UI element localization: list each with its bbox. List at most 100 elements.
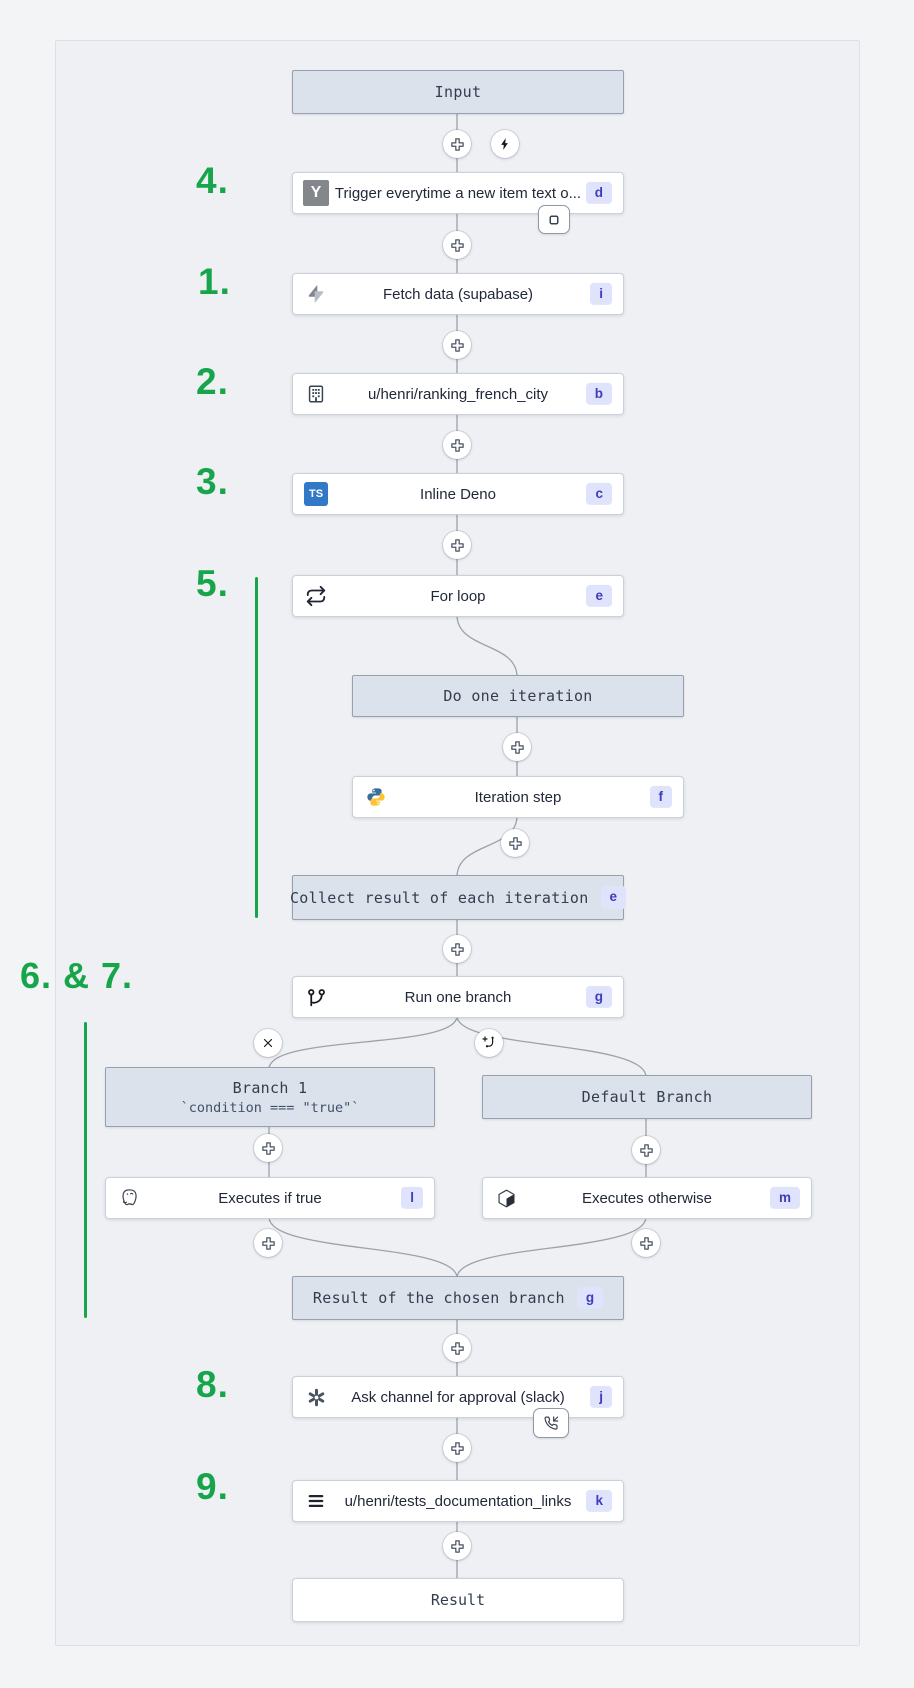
plus-icon — [510, 740, 524, 754]
annotation-6-7: 6. & 7. — [20, 955, 134, 996]
node-label: Do one iteration — [443, 687, 593, 705]
node-executes-otherwise[interactable]: Executes otherwise m — [482, 1177, 812, 1219]
node-badge: b — [585, 382, 612, 406]
remove-branch-button[interactable] — [254, 1029, 282, 1057]
node-label: u/henri/tests_documentation_links — [344, 1492, 572, 1510]
section-line-5 — [255, 577, 258, 918]
plus-icon — [508, 836, 522, 850]
node-label: Fetch data (supabase) — [382, 285, 534, 303]
trigger-bolt-button[interactable] — [491, 130, 519, 158]
node-default-branch[interactable]: Default Branch — [482, 1075, 812, 1119]
git-branch-icon — [303, 984, 329, 1010]
node-result-chosen-branch[interactable]: Result of the chosen branch g — [292, 1276, 624, 1320]
node-iteration-step[interactable]: Iteration step f — [352, 776, 684, 818]
add-step-button[interactable] — [443, 935, 471, 963]
hackernews-icon: Y — [303, 180, 329, 206]
node-label: u/henri/ranking_french_city — [367, 385, 549, 403]
node-executes-if-true[interactable]: Executes if true l — [105, 1177, 435, 1219]
typescript-icon: TS — [304, 482, 328, 506]
stop-icon — [549, 215, 559, 224]
node-label: Executes otherwise — [581, 1189, 713, 1207]
node-input[interactable]: Input — [292, 70, 624, 114]
node-run-one-branch[interactable]: Run one branch g — [292, 976, 624, 1018]
node-tests-documentation-links[interactable]: u/henri/tests_documentation_links k — [292, 1480, 624, 1522]
add-step-button[interactable] — [503, 733, 531, 761]
node-badge: m — [769, 1186, 800, 1210]
lines-icon — [303, 1488, 329, 1514]
node-label: Run one branch — [404, 988, 512, 1006]
node-ranking-french-city[interactable]: u/henri/ranking_french_city b — [292, 373, 624, 415]
add-step-button[interactable] — [443, 130, 471, 158]
annotation-2: 2. — [196, 361, 229, 402]
node-badge: c — [586, 482, 612, 506]
plus-icon — [261, 1141, 275, 1155]
gear-icon — [303, 1384, 329, 1410]
node-label: Default Branch — [581, 1088, 713, 1106]
annotation-1: 1. — [198, 261, 231, 302]
add-step-button[interactable] — [443, 431, 471, 459]
node-badge: k — [586, 1489, 612, 1513]
suspend-phone-icon — [544, 1416, 559, 1430]
node-label: Inline Deno — [420, 485, 496, 503]
plus-icon — [450, 538, 464, 552]
node-label: For loop — [430, 587, 486, 605]
plus-icon — [639, 1143, 653, 1157]
plus-icon — [450, 1441, 464, 1455]
add-step-button[interactable] — [501, 829, 529, 857]
node-badge: d — [585, 181, 612, 205]
node-badge: e — [586, 584, 612, 608]
add-step-button[interactable] — [632, 1229, 660, 1257]
node-label: Input — [434, 83, 482, 101]
add-step-button[interactable] — [254, 1229, 282, 1257]
repeat-icon — [303, 583, 329, 609]
suspend-button[interactable] — [533, 1408, 569, 1438]
bolt-icon — [501, 138, 508, 150]
annotation-9: 9. — [196, 1466, 229, 1507]
plus-icon — [450, 1539, 464, 1553]
node-inline-deno[interactable]: TS Inline Deno c — [292, 473, 624, 515]
add-step-button[interactable] — [632, 1136, 660, 1164]
node-trigger[interactable]: Y Trigger everytime a new item text o...… — [292, 172, 624, 214]
postgres-icon — [116, 1185, 142, 1211]
annotation-4: 4. — [196, 160, 229, 201]
plus-icon — [639, 1236, 653, 1250]
python-icon — [363, 784, 389, 810]
add-step-button[interactable] — [443, 1434, 471, 1462]
plus-icon — [261, 1236, 275, 1250]
node-branch-1[interactable]: Branch 1 `condition === "true"` — [105, 1067, 435, 1127]
node-collect-result[interactable]: Collect result of each iteration e — [289, 875, 627, 920]
node-label: Collect result of each iteration — [289, 888, 589, 907]
node-badge: i — [590, 282, 612, 306]
annotation-5: 5. — [196, 563, 229, 604]
node-badge: f — [649, 785, 672, 809]
node-condition: `condition === "true"` — [180, 1099, 360, 1116]
node-do-one-iteration[interactable]: Do one iteration — [352, 675, 684, 717]
node-label: Result of the chosen branch — [312, 1289, 565, 1307]
add-step-button[interactable] — [443, 531, 471, 559]
node-label: Branch 1 — [232, 1078, 308, 1097]
add-step-button[interactable] — [443, 231, 471, 259]
annotation-8: 8. — [196, 1364, 229, 1405]
plus-icon — [450, 942, 464, 956]
plus-icon — [450, 1341, 464, 1355]
annotation-3: 3. — [196, 461, 229, 502]
add-step-button[interactable] — [443, 1532, 471, 1560]
node-for-loop[interactable]: For loop e — [292, 575, 624, 617]
add-step-button[interactable] — [443, 1334, 471, 1362]
node-fetch-data[interactable]: Fetch data (supabase) i — [292, 273, 624, 315]
section-line-6-7 — [84, 1022, 87, 1318]
node-ask-channel-approval[interactable]: Ask channel for approval (slack) j — [292, 1376, 624, 1418]
node-label: Trigger everytime a new item text o... — [334, 184, 582, 202]
add-branch-icon — [482, 1036, 494, 1048]
node-badge: j — [590, 1385, 612, 1409]
building-icon — [303, 381, 329, 407]
add-step-button[interactable] — [254, 1134, 282, 1162]
plus-icon — [450, 238, 464, 252]
plus-icon — [450, 438, 464, 452]
plus-icon — [450, 137, 464, 151]
add-branch-button[interactable] — [475, 1029, 503, 1057]
node-badge: g — [576, 1286, 604, 1310]
node-result[interactable]: Result — [292, 1578, 624, 1622]
add-step-button[interactable] — [443, 331, 471, 359]
early-stop-button[interactable] — [538, 205, 570, 234]
